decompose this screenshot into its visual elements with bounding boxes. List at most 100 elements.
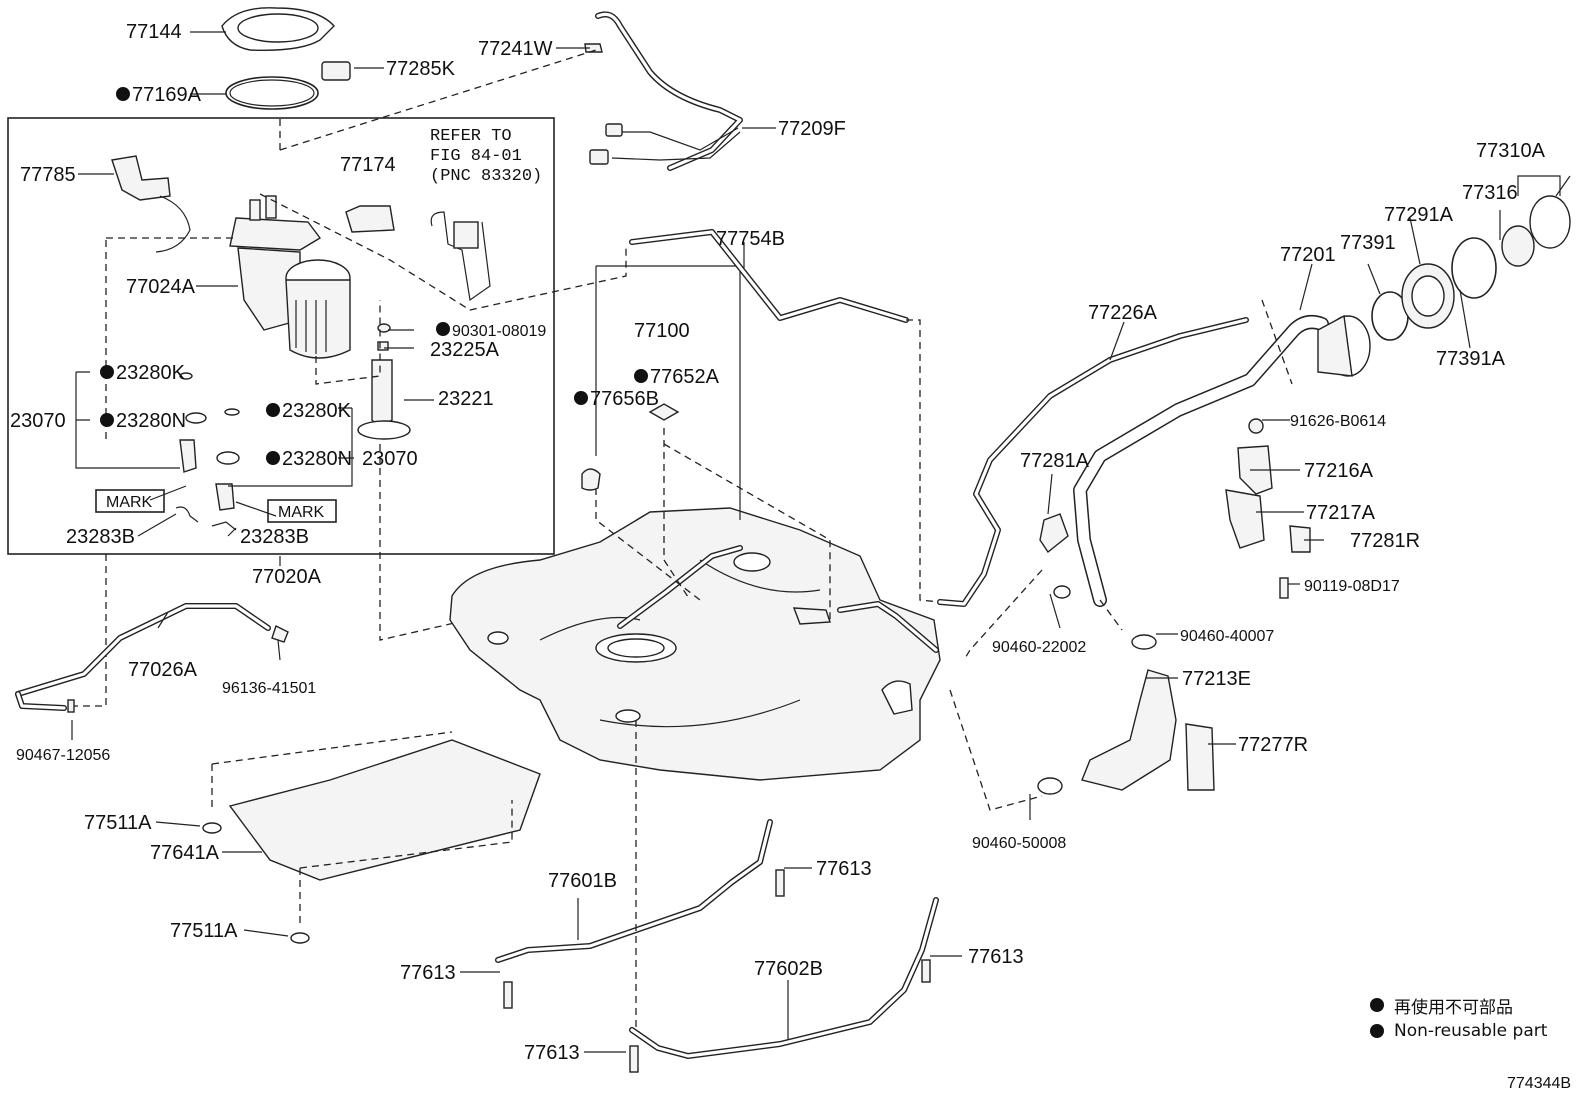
part-number-label: 77511A [84,812,152,834]
gasket-77391a-drawing [1451,237,1497,299]
part-number-label: 90460-22002 [992,639,1086,656]
part-number-label: 77291A [1384,204,1454,226]
part-number-label: 77613 [400,962,456,984]
part-number-label: 77602B [754,958,823,980]
hose-77026a-drawing [15,603,289,713]
nonreusable-marker-icon [100,413,114,427]
part-number-label: 90119-08D17 [1304,578,1400,595]
part-number-label: 77281R [1350,530,1420,552]
part-number-label: 23070 [362,448,418,470]
part-number-label: 77511A [170,920,238,942]
part-number-label: 77209F [778,118,846,140]
nonreusable-marker-icon [634,369,648,383]
part-number-label: 23221 [438,388,494,410]
part-number-label: 90460-40007 [1180,628,1274,645]
pump-small-parts [175,323,411,531]
part-number-label: 23070 [10,410,66,432]
band-77601b-drawing [495,819,773,963]
refer-note-line1: REFER TO [430,127,512,146]
lock-ring-drawing [221,7,335,51]
nonreusable-marker-icon [266,403,280,417]
nonreusable-bullet-icon [1370,1024,1384,1038]
part-number-label: 77285K [386,58,456,80]
part-number-label: 91626-B0614 [1290,413,1386,430]
nonreusable-marker-icon [436,322,450,336]
leader-lines [71,31,1501,1053]
figure-id: 774344B [1507,1075,1572,1092]
part-number-label: 77169A [132,84,202,106]
connector-77285k-drawing [321,61,351,81]
part-number-label: 96136-41501 [222,680,316,697]
part-number-label: 77391 [1340,232,1396,254]
part-number-label: 77754B [716,228,785,250]
part-number-label: 90301-08019 [452,323,546,340]
part-number-label: 90460-50008 [972,835,1066,852]
part-number-label: 77281A [1020,450,1090,472]
part-number-label: 77316 [1462,182,1518,204]
nonreusable-marker-icon [116,87,130,101]
legend-row-jp: 再使用不可部品 [1370,992,1547,1018]
part-number-label: 23280K [116,362,186,384]
sender-gauge-drawing [111,155,191,253]
mark-box-right [267,499,337,523]
part-number-label: 77100 [634,320,690,342]
part-number-label: 77613 [968,946,1024,968]
nonreusable-marker-icon [100,365,114,379]
part-number-label: 77174 [340,154,396,176]
part-number-label: 77217A [1306,502,1376,524]
legend-row-en: Non-reusable part [1370,1018,1547,1044]
part-number-label: 77277R [1238,734,1308,756]
part-number-label: 77641A [150,842,220,864]
part-number-label: 23280N [282,448,352,470]
part-number-label: 77024A [126,276,196,298]
part-number-label: 77020A [252,566,322,588]
part-number-label: 90467-12056 [16,747,110,764]
part-number-label: 77785 [20,164,76,186]
pump-assembly-box [7,117,555,555]
cushion-77652a-drawing [648,403,680,421]
legend-text-jp: 再使用不可部品 [1394,997,1513,1018]
part-number-label: 77656B [590,388,659,410]
gasket-drawing [225,76,319,110]
part-number-label: 23280K [282,400,352,422]
refer-note-line2: FIG 84-01 [430,147,522,166]
part-number-label: 77201 [1280,244,1336,266]
mark-label-left: MARK [106,494,153,511]
legend-text-en: Non-reusable part [1394,1021,1548,1041]
nonreusable-bullet-icon [1370,998,1384,1012]
part-number-label: 23283B [240,526,309,548]
part-number-label: 23283B [66,526,135,548]
part-labels: 77144 77285K 77169A 77241W 77209F 77785 77174 7… [10,21,1546,1064]
part-number-label: 77026A [128,659,198,681]
protector-77641a-drawing [228,739,541,881]
part-number-label: 77613 [524,1042,580,1064]
part-number-label: 77652A [650,366,720,388]
part-number-label: 77613 [816,858,872,880]
clip-77511a-drawing [202,822,310,944]
fuel-tank-drawing [449,507,941,781]
band-77602b-drawing [629,897,939,1059]
part-number-label: 77213E [1182,668,1251,690]
mark-box-left [95,489,165,513]
breather-pipe-77226a-drawing [937,317,1249,607]
part-number-label: 77241W [478,38,553,60]
right-small-parts [1037,418,1311,795]
legend: 再使用不可部品 Non-reusable part [1370,992,1547,1044]
part-number-label: 77216A [1304,460,1374,482]
part-number-label: 77391A [1436,348,1506,370]
cap-77310a-drawing [1501,175,1571,267]
part-77174-drawing [345,205,395,233]
part-number-label: 77226A [1088,302,1158,324]
gauge-ref-drawing [430,211,491,302]
part-number-label: 23280N [116,410,186,432]
part-number-label: 77144 [126,21,182,43]
nonreusable-marker-icon [574,391,588,405]
nonreusable-marker-icon [266,451,280,465]
refer-note-line3: (PNC 83320) [430,167,542,186]
mark-label-right: MARK [278,504,325,521]
pump-module-drawing [229,195,351,359]
harness-drawing [584,11,743,171]
part-number-label: 77601B [548,870,617,892]
tube-77754b-drawing [629,229,909,323]
